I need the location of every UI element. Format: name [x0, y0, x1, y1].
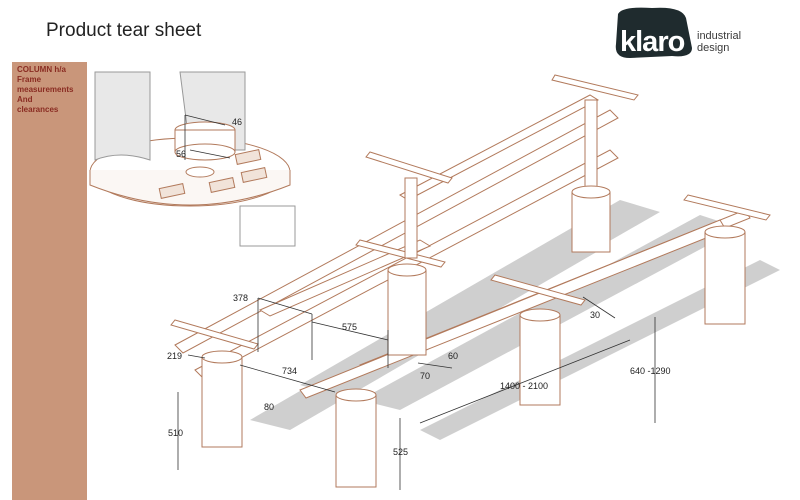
dim-label: 46 — [232, 117, 242, 127]
sidebar-caption: COLUMN h/a Frame measurements And cleara… — [17, 65, 87, 115]
dim-label: 30 — [590, 310, 600, 320]
dim-label: 378 — [233, 293, 248, 303]
dim-label: 640 -1290 — [630, 366, 671, 376]
sidebar-line: And — [17, 95, 33, 104]
dim-label: 575 — [342, 322, 357, 332]
dim-label: 734 — [282, 366, 297, 376]
dim-label: 60 — [448, 351, 458, 361]
dim-label: 70 — [420, 371, 430, 381]
sidebar-line: measurements — [17, 85, 74, 94]
logo-sub-line1: industrial — [697, 30, 742, 42]
dim-label: 525 — [393, 447, 408, 457]
dimension-lines — [177, 296, 656, 490]
columns — [201, 99, 746, 488]
dim-label: 219 — [167, 351, 182, 361]
cross-bars — [170, 74, 771, 350]
brand-logo: klaro industrial design — [612, 4, 792, 60]
sidebar-line: clearances — [17, 105, 59, 114]
logo-subtitle: industrial design — [697, 30, 741, 54]
sidebar-line: Frame — [17, 75, 42, 84]
logo-sub-line2: design — [697, 42, 730, 54]
dim-label: 1400 - 2100 — [500, 381, 548, 391]
column-detail-inset — [89, 71, 296, 247]
logo-blob-icon — [615, 7, 692, 59]
page-title: Product tear sheet — [46, 20, 202, 41]
detail-dimension-lines — [184, 114, 231, 160]
dim-label: 56 — [176, 149, 186, 159]
sidebar-panel — [12, 62, 87, 500]
dim-label: 510 — [168, 428, 183, 438]
sidebar-line: COLUMN h/a — [17, 65, 66, 74]
dimension-labels: 46 56 378 575 219 734 80 510 525 60 70 3… — [167, 117, 671, 457]
dim-label: 80 — [264, 402, 274, 412]
logo-wordmark: klaro — [620, 26, 685, 58]
